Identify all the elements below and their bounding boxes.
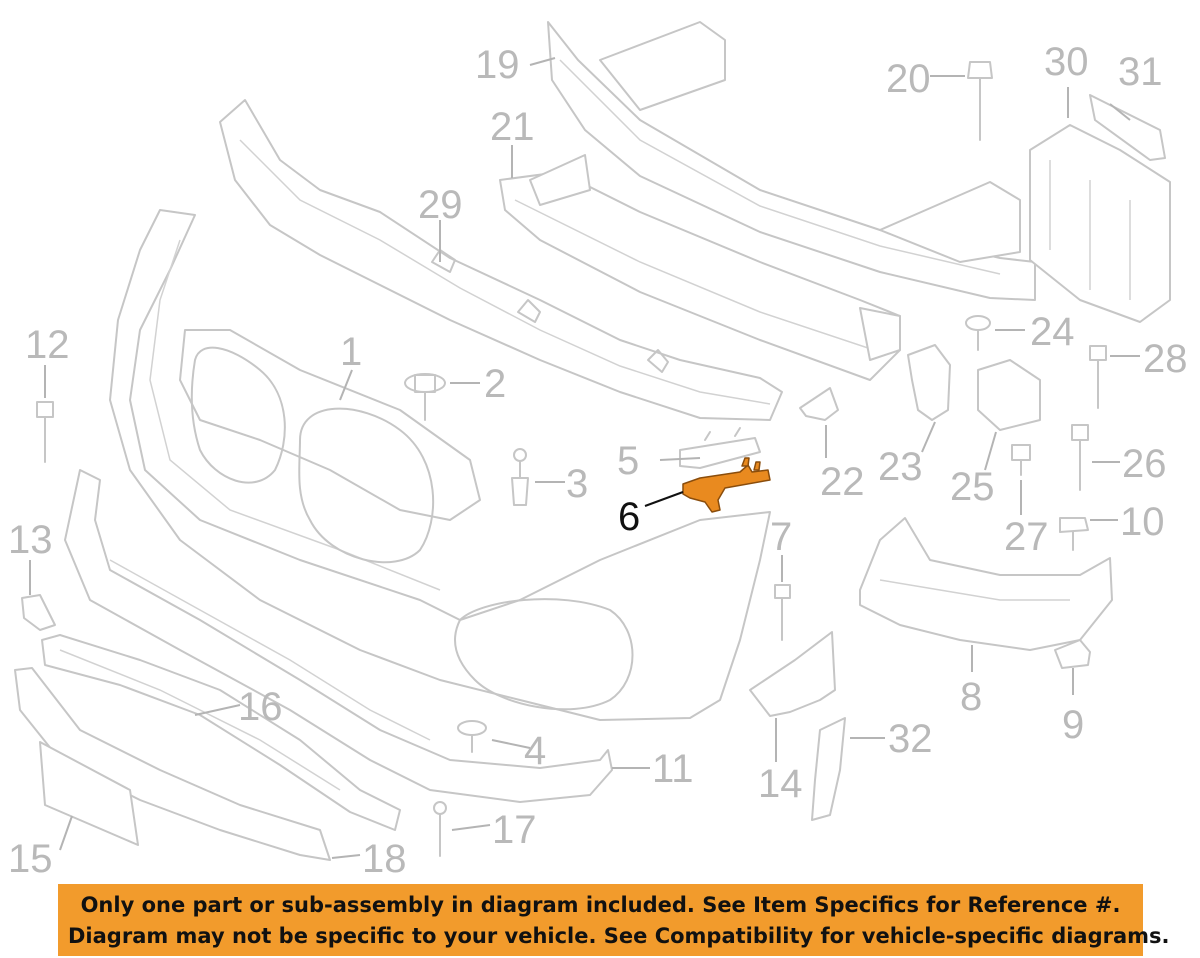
callout-22: 22 xyxy=(820,460,865,504)
callout-2: 2 xyxy=(484,362,506,406)
part-20-bolt xyxy=(967,61,993,141)
callout-31: 31 xyxy=(1118,50,1163,94)
callout-20: 20 xyxy=(886,57,931,101)
part-14-bracket xyxy=(749,631,836,717)
part-13-clip xyxy=(21,594,56,631)
part-5-bracket xyxy=(679,427,761,469)
disclaimer-line-2: Diagram may not be specific to your vehi… xyxy=(68,924,1170,948)
part-22-clip xyxy=(799,387,839,421)
callout-30: 30 xyxy=(1044,40,1089,84)
part-21-absorber xyxy=(499,154,901,381)
part-7-bolt xyxy=(774,584,791,641)
callout-21: 21 xyxy=(490,105,535,149)
part-3-fastener xyxy=(511,448,529,506)
parts-diagram: 1 2 3 4 5 6 7 8 9 10 11 12 13 14 15 16 1… xyxy=(8,21,1188,880)
callout-8: 8 xyxy=(960,675,982,719)
part-9-clip xyxy=(1054,639,1091,669)
part-4-fastener xyxy=(457,720,487,753)
part-27-nut xyxy=(1011,444,1031,476)
part-15-license-plate-bracket xyxy=(39,741,139,846)
callout-13: 13 xyxy=(8,518,53,562)
callout-10: 10 xyxy=(1120,500,1165,544)
callout-24: 24 xyxy=(1030,310,1075,354)
callout-29: 29 xyxy=(418,183,463,227)
part-23-bracket xyxy=(907,344,951,421)
callout-16: 16 xyxy=(238,685,283,729)
callout-25: 25 xyxy=(950,465,995,509)
part-30-crash-box xyxy=(1029,124,1171,323)
callout-17: 17 xyxy=(492,808,537,852)
part-2-fastener xyxy=(404,373,446,421)
part-6-bracket-highlighted xyxy=(682,457,771,513)
part-10-nut xyxy=(1059,517,1089,551)
callout-26: 26 xyxy=(1122,442,1167,486)
callout-1: 1 xyxy=(340,330,362,374)
callout-6: 6 xyxy=(618,495,640,539)
callout-28: 28 xyxy=(1143,337,1188,381)
part-24-screw xyxy=(965,315,991,351)
part-16-lower-grille xyxy=(41,634,401,831)
callout-23: 23 xyxy=(878,445,923,489)
callout-32: 32 xyxy=(888,717,933,761)
callout-27: 27 xyxy=(1004,515,1049,559)
callout-15: 15 xyxy=(8,837,53,880)
callout-19: 19 xyxy=(475,43,520,87)
part-11-lower-trim xyxy=(64,469,613,803)
part-28-bolt xyxy=(1089,345,1107,409)
part-1-bumper-cover xyxy=(109,209,771,721)
part-26-bolt xyxy=(1071,424,1089,491)
callout-4: 4 xyxy=(524,729,546,773)
part-8-side-bracket xyxy=(859,517,1113,651)
part-12-bolt xyxy=(36,401,54,463)
part-17-fastener xyxy=(433,801,447,857)
callout-14: 14 xyxy=(758,762,803,806)
callout-9: 9 xyxy=(1062,703,1084,747)
part-19-reinforcement xyxy=(547,21,1036,301)
callout-5: 5 xyxy=(617,439,639,483)
callout-18: 18 xyxy=(362,837,407,880)
disclaimer-banner: Only one part or sub-assembly in diagram… xyxy=(58,884,1170,956)
part-25-bracket xyxy=(977,359,1041,431)
callout-3: 3 xyxy=(566,462,588,506)
callout-11: 11 xyxy=(652,747,694,791)
part-31-bracket xyxy=(1089,94,1166,161)
part-32-reflector xyxy=(811,717,846,821)
callout-12: 12 xyxy=(25,323,70,367)
disclaimer-line-1: Only one part or sub-assembly in diagram… xyxy=(80,893,1121,917)
part-29-upper-support xyxy=(219,99,783,421)
callout-7: 7 xyxy=(770,515,792,559)
